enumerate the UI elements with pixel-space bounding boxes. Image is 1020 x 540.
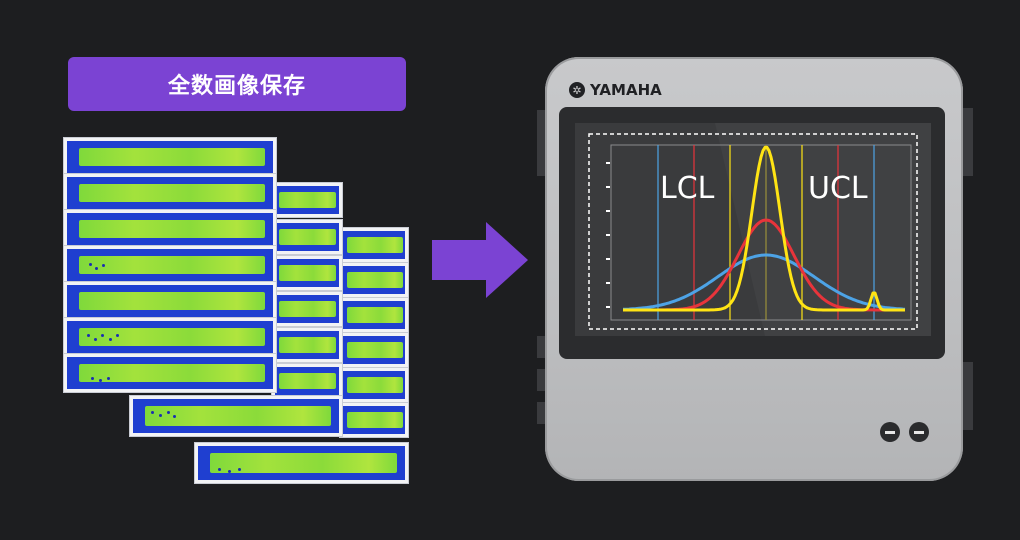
image-strip (195, 443, 408, 483)
image-strip (130, 396, 342, 436)
image-strip (272, 364, 342, 398)
image-strip (64, 210, 276, 248)
brand-label: YAMAHA (590, 81, 662, 99)
image-strip (340, 333, 408, 367)
banner-label: 全数画像保存 (167, 74, 306, 99)
device-side-connector (537, 402, 547, 424)
image-strip (272, 292, 342, 326)
yellow-distribution-curve (623, 145, 905, 312)
image-strip (64, 174, 276, 212)
image-strip (64, 354, 276, 392)
image-strip (64, 138, 276, 176)
image-strip (340, 228, 408, 262)
device-brand: ✲ YAMAHA (569, 81, 662, 99)
image-strip (340, 368, 408, 402)
image-strip (272, 256, 342, 290)
ucl-label: UCL (808, 171, 868, 206)
device-button-left[interactable] (880, 422, 900, 442)
image-strip (272, 183, 342, 217)
device-side-tab (961, 108, 973, 176)
image-strip (340, 403, 408, 437)
blue-distribution-curve (623, 253, 906, 311)
yamaha-tuning-fork-icon: ✲ (569, 82, 585, 98)
device-side-tab (537, 110, 547, 176)
device-button-right[interactable] (909, 422, 929, 442)
right-arrow-icon (432, 222, 528, 298)
image-strip (272, 220, 342, 254)
distribution-chart: LCL UCL (588, 123, 931, 336)
image-strip (64, 246, 276, 284)
device-side-tab (961, 362, 973, 430)
image-strip (340, 298, 408, 332)
device-side-connector (537, 336, 547, 358)
image-strip (272, 328, 342, 362)
image-strip (340, 263, 408, 297)
device-side-connector (537, 369, 547, 391)
image-strip (64, 318, 276, 356)
save-all-images-banner: 全数画像保存 (68, 57, 406, 111)
image-strip (64, 282, 276, 320)
lcl-label: LCL (660, 171, 715, 206)
